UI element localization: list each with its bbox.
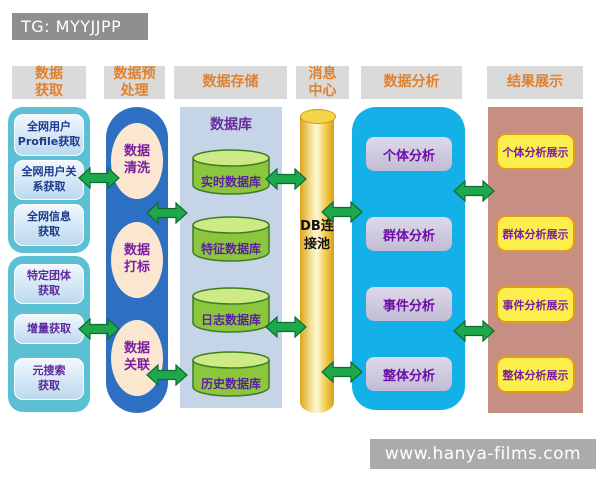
- cylinder-history-db: 历史数据库: [192, 351, 270, 397]
- box-incremental-acquisition: 增量获取: [14, 314, 84, 344]
- header-data-analysis: 数据分析: [361, 66, 462, 99]
- box-overall-analysis-display: 整体分析展示: [496, 356, 575, 393]
- db-label: 历史数据库: [200, 377, 261, 391]
- box-info-acquisition: 全网信息 获取: [14, 204, 84, 246]
- db-pool-cylinder: [300, 109, 336, 413]
- ellipse-data-tagging: 数据 打标: [111, 222, 163, 298]
- watermark: www.hanya-films.com: [370, 439, 596, 469]
- cylinder-log-db: 日志数据库: [192, 287, 270, 333]
- database-cylinder-icon: [192, 351, 270, 397]
- box-group-analysis-display: 群体分析展示: [496, 215, 575, 252]
- db-pool-label: DB连接池: [300, 219, 334, 252]
- box-relation-acquisition: 全网用户关 系获取: [14, 160, 84, 200]
- header-data-preprocessing: 数据预 处理: [104, 66, 165, 99]
- db-label: 日志数据库: [200, 313, 261, 327]
- database-cylinder-icon: [192, 149, 270, 195]
- tg-banner: TG: MYYJJPP: [12, 13, 148, 40]
- database-cylinder-icon: [192, 216, 270, 262]
- box-group-analysis: 群体分析: [366, 217, 452, 251]
- database-cylinder-icon: [192, 287, 270, 333]
- header-result-display: 结果展示: [487, 66, 583, 99]
- box-group-acquisition: 特定团体 获取: [14, 264, 84, 304]
- box-individual-analysis-display: 个体分析展示: [496, 133, 575, 170]
- box-metasearch-acquisition: 元搜索 获取: [14, 358, 84, 400]
- box-profile-acquisition: 全网用户 Profile获取: [14, 114, 84, 156]
- db-label: 特征数据库: [200, 242, 261, 256]
- database-title: 数据库: [210, 117, 252, 133]
- box-overall-analysis: 整体分析: [366, 357, 452, 391]
- box-event-analysis: 事件分析: [366, 287, 452, 321]
- ellipse-data-association: 数据 关联: [111, 320, 163, 396]
- header-data-acquisition: 数据 获取: [12, 66, 86, 99]
- ellipse-data-cleaning: 数据 清洗: [111, 123, 163, 199]
- db-label: 实时数据库: [200, 175, 261, 189]
- box-event-analysis-display: 事件分析展示: [496, 286, 575, 323]
- cylinder-feature-db: 特征数据库: [192, 216, 270, 262]
- box-individual-analysis: 个体分析: [366, 137, 452, 171]
- header-data-storage: 数据存储: [174, 66, 287, 99]
- header-message-center: 消息 中心: [296, 66, 349, 99]
- cylinder-realtime-db: 实时数据库: [192, 149, 270, 195]
